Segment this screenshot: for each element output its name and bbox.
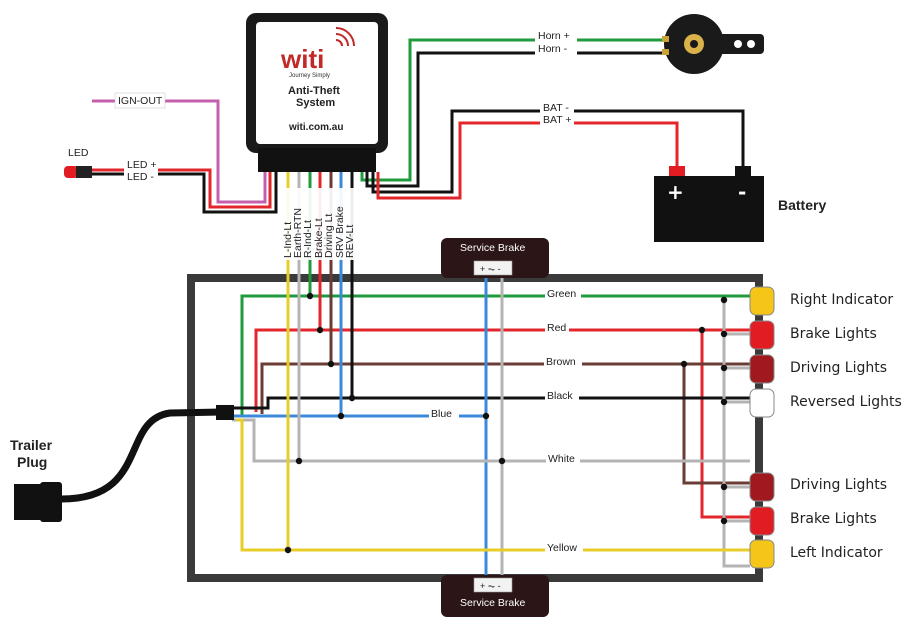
- lamp-label-6: Left Indicator: [790, 545, 883, 561]
- battery-icon: + -: [654, 166, 764, 242]
- module-left-wires: [90, 99, 278, 214]
- module-brand: witi: [280, 44, 324, 74]
- lamp-reverse: [749, 388, 775, 418]
- service-brake-top-terminal: + ⏦ -: [480, 264, 501, 274]
- ign-out-label: IGN-OUT: [118, 95, 163, 107]
- harness-label-6: REV-Lt: [344, 225, 356, 258]
- horn-plus-label: Horn +: [538, 30, 570, 42]
- harness-label-4: Driving Lt: [323, 214, 335, 258]
- lamp-brake-lower: [749, 506, 775, 536]
- bat-plus-label: BAT +: [543, 114, 572, 126]
- service-brake-bottom: + ⏦ - Service Brake: [441, 575, 549, 617]
- trailer-plug-label-2: Plug: [17, 454, 47, 470]
- wire-label-blue: Blue: [431, 408, 452, 420]
- bat-minus-label: BAT -: [543, 102, 569, 114]
- service-brake-top-label: Service Brake: [460, 242, 526, 254]
- harness-labels: L-Ind-Lt Earth-RTN R-Ind-Lt Brake-Lt Dri…: [278, 188, 362, 260]
- module-name-line1: Anti-Theft: [288, 85, 340, 97]
- lamp-label-4: Driving Lights: [790, 477, 887, 493]
- lamp-label-3: Reversed Lights: [790, 394, 902, 410]
- harness-label-1: Earth-RTN: [292, 208, 304, 258]
- led-title: LED: [68, 147, 89, 159]
- battery-plus: +: [667, 180, 684, 204]
- battery-minus: -: [738, 180, 746, 204]
- module-website: witi.com.au: [288, 122, 343, 133]
- lamp-driving-upper: [749, 354, 775, 384]
- lamp-label-1: Brake Lights: [790, 326, 877, 342]
- module-name-line2: System: [296, 97, 335, 109]
- wire-label-yellow: Yellow: [547, 542, 577, 554]
- battery-label: Battery: [778, 197, 826, 213]
- trailer-plug-label-1: Trailer: [10, 437, 53, 453]
- led-icon: [64, 166, 92, 178]
- wire-label-brown: Brown: [546, 356, 576, 368]
- wire-label-black: Black: [547, 390, 573, 402]
- lamp-label-0: Right Indicator: [790, 292, 893, 308]
- lamp-right-indicator: [749, 286, 775, 316]
- led-minus-label: LED -: [127, 171, 154, 183]
- module-tagline: Journey Simply: [289, 73, 330, 79]
- service-brake-bottom-terminal: + ⏦ -: [480, 581, 501, 591]
- harness-label-2: R-Ind-Lt: [302, 220, 314, 258]
- junction-dots: [284, 292, 728, 554]
- trailer-plug-icon: [14, 405, 234, 522]
- lamp-label-5: Brake Lights: [790, 511, 877, 527]
- horn-minus-label: Horn -: [538, 43, 568, 55]
- service-brake-bottom-label: Service Brake: [460, 597, 526, 609]
- harness-label-3: Brake-Lt: [313, 218, 325, 258]
- harness-label-0: L-Ind-Lt: [282, 222, 294, 258]
- wifi-icon: [335, 27, 355, 47]
- wire-label-red: Red: [547, 322, 566, 334]
- anti-theft-module: witi Journey Simply Anti-Theft System wi…: [246, 13, 388, 172]
- wire-label-white: White: [548, 453, 575, 465]
- trailer-frame: [187, 274, 763, 582]
- lamp-labels: Right Indicator Brake Lights Driving Lig…: [790, 292, 902, 561]
- harness-label-5: SRV Brake: [334, 206, 346, 258]
- horn-icon: [662, 14, 764, 74]
- module-right-wires: [360, 38, 745, 200]
- lamp-driving-lower: [749, 472, 775, 502]
- led-plus-label: LED +: [127, 159, 156, 171]
- lamp-brake-upper: [749, 320, 775, 350]
- wire-label-green: Green: [547, 288, 576, 300]
- lamp-left-indicator: [749, 539, 775, 569]
- wire-labels: Green Red Brown Black Blue White Yellow: [429, 287, 583, 555]
- lamp-label-2: Driving Lights: [790, 360, 887, 376]
- service-brake-top: Service Brake + ⏦ -: [441, 238, 549, 278]
- lamp-column: [749, 286, 775, 569]
